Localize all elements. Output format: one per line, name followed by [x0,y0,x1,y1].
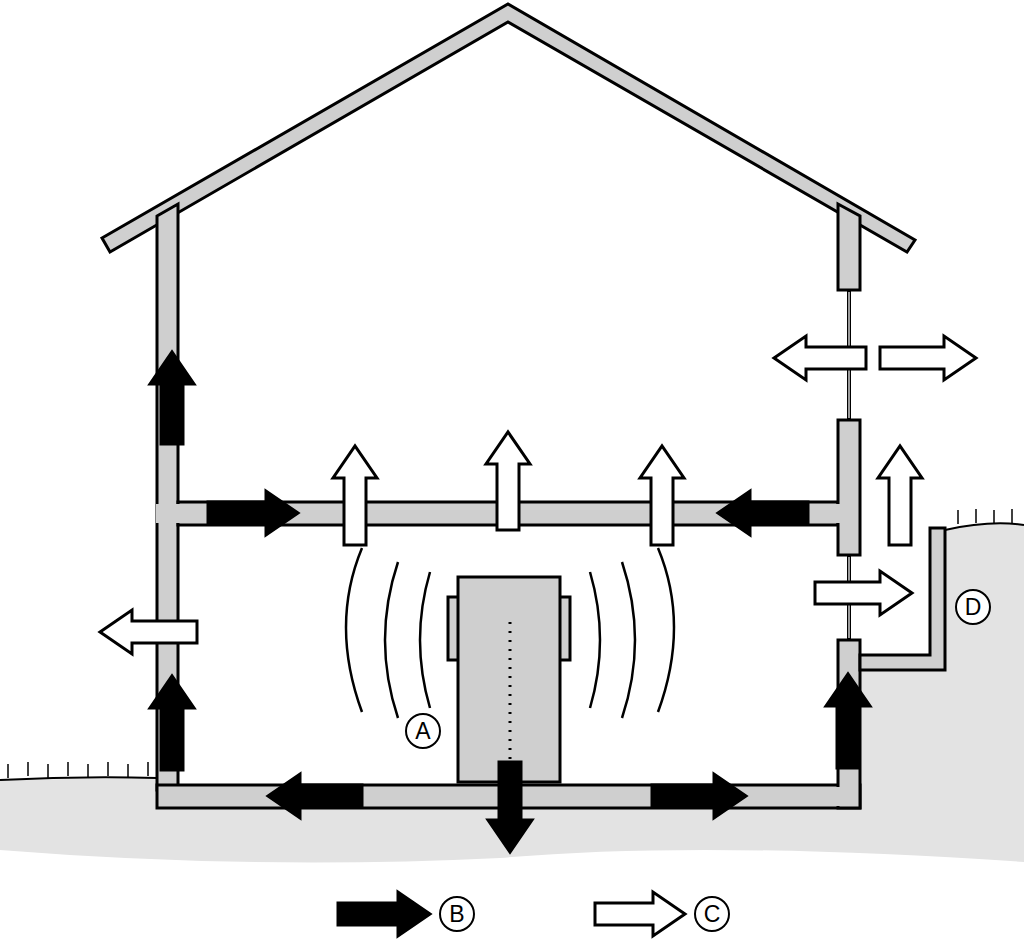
grass-tick [957,510,959,524]
white-arrow [333,446,377,545]
ground-line [0,777,157,780]
callout-letter: A [406,714,440,748]
black-arrow [150,352,194,444]
black-arrow [718,491,808,535]
white-arrow [815,571,912,615]
white-arrow [486,432,530,530]
grass-tick [47,764,49,778]
legend-letter: B [440,897,474,931]
grass-tick [1011,509,1013,523]
black-arrow [150,676,194,770]
white-arrow [878,446,922,545]
black-arrow [826,674,870,768]
roof [102,4,915,252]
white-arrow [100,610,197,654]
black-arrow [652,774,746,818]
dehumidifier [458,577,560,782]
black-arrow [488,762,532,852]
legend-arrow [338,892,430,936]
joint [815,504,840,523]
joint [159,787,179,806]
drawing-part [658,548,674,712]
callout-letter: D [956,590,990,624]
grass-tick [27,762,29,776]
black-arrow [268,774,362,818]
drawing-part [346,548,362,712]
white-arrow [880,336,976,380]
grass-tick [127,764,129,778]
grass-tick [87,764,89,778]
legend-letter: C [695,897,729,931]
black-arrow [208,491,298,535]
grass-tick [67,762,69,776]
joint [156,504,180,523]
grass-tick [993,510,995,524]
drawing-part [590,572,600,708]
ground [0,523,1024,862]
white-arrow [640,446,684,545]
right-wall [838,420,860,555]
legend-arrow [595,892,685,936]
white-arrow [774,336,866,380]
drawing-part [420,572,430,708]
flow-arrows [100,336,976,936]
callout-circle [440,897,474,931]
joint [836,787,858,806]
ground-line [945,523,1024,530]
grass-tick [147,762,149,776]
sound-waves [346,548,674,718]
callout-circle [695,897,729,931]
drawing-part [385,562,398,718]
callout-circle [956,590,990,624]
drawing-part [622,562,635,718]
grass-tick [7,764,9,778]
right-wall [838,204,860,290]
dotted-line [509,622,512,762]
grass-tick [107,762,109,776]
callout-circle [406,714,440,748]
grass-tick [975,509,977,523]
